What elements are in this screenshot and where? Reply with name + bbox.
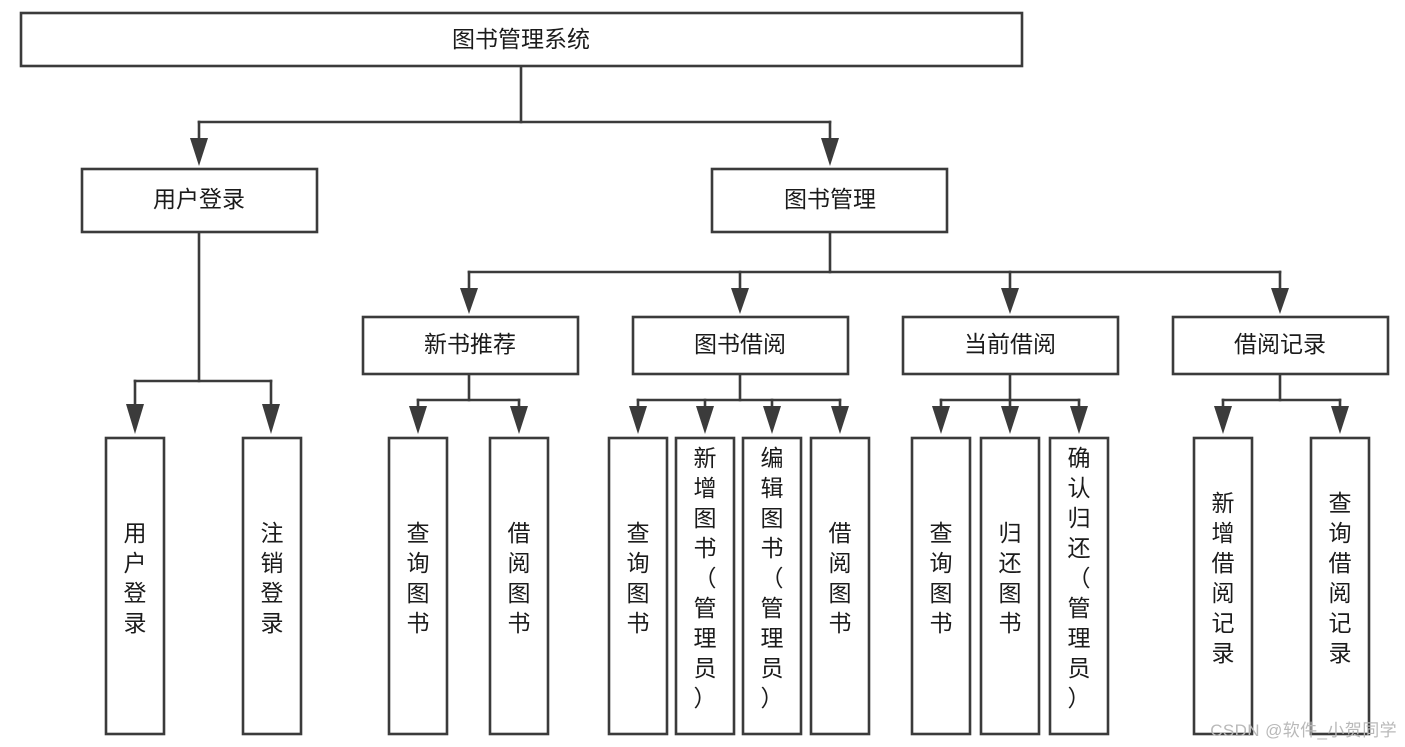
node-leaf-query-book-1-label: 查询图书 [407, 520, 430, 636]
arrow-head-icon [696, 406, 714, 434]
arrow-head-icon [190, 138, 208, 166]
node-leaf-add-book[interactable]: 新增图书（管理员） [674, 436, 736, 736]
node-leaf-logout[interactable]: 注销登录 [241, 436, 303, 736]
node-leaf-borrow-book-1-box[interactable] [488, 436, 550, 736]
arrow-head-icon [510, 406, 528, 434]
node-leaf-query-book-3-box[interactable] [910, 436, 972, 736]
node-root-box[interactable] [19, 11, 1024, 68]
node-leaf-query-book-3[interactable]: 查询图书 [910, 436, 972, 736]
node-leaf-user-login-label: 用户登录 [124, 520, 147, 636]
node-leaf-add-book-label: 新增图书（管理员） [694, 445, 717, 711]
node-leaf-query-book-3-label: 查询图书 [930, 520, 953, 636]
node-root[interactable]: 图书管理系统 [19, 11, 1024, 68]
connector-group-book-borrow [629, 372, 849, 434]
node-new-book-recommend[interactable]: 新书推荐 [361, 315, 580, 376]
node-current-borrow-box[interactable] [901, 315, 1120, 376]
node-new-book-recommend-box[interactable] [361, 315, 580, 376]
node-leaf-user-login[interactable]: 用户登录 [104, 436, 166, 736]
arrow-head-icon [821, 138, 839, 166]
node-current-borrow[interactable]: 当前借阅 [901, 315, 1120, 376]
node-leaf-logout-box[interactable] [241, 436, 303, 736]
node-book-manage-box[interactable] [710, 167, 949, 234]
node-leaf-query-book-2-label: 查询图书 [627, 520, 650, 636]
arrow-head-icon [831, 406, 849, 434]
node-book-borrow-label: 图书借阅 [694, 331, 786, 357]
arrow-head-icon [126, 404, 144, 434]
node-leaf-logout-label: 注销登录 [261, 520, 284, 636]
arrow-head-icon [731, 288, 749, 314]
node-leaf-return-book[interactable]: 归还图书 [979, 436, 1041, 736]
arrow-head-icon [1001, 406, 1019, 434]
node-leaf-query-record-label: 查询借阅记录 [1329, 490, 1352, 666]
node-leaf-confirm-return-box[interactable] [1048, 436, 1110, 736]
node-user-login-box[interactable] [80, 167, 319, 234]
node-leaf-add-record-box[interactable] [1192, 436, 1254, 736]
node-leaf-query-record[interactable]: 查询借阅记录 [1309, 436, 1371, 736]
node-leaf-query-book-1-box[interactable] [387, 436, 449, 736]
arrow-head-icon [409, 406, 427, 434]
arrow-head-icon [932, 406, 950, 434]
node-leaf-return-book-label: 归还图书 [999, 520, 1022, 636]
arrow-head-icon [629, 406, 647, 434]
node-borrow-record-box[interactable] [1171, 315, 1390, 376]
watermark-label: CSDN @软件_小贺同学 [1210, 721, 1397, 740]
connector-group-current-borrow [932, 372, 1088, 434]
arrow-head-icon [1331, 406, 1349, 434]
node-leaf-borrow-book-2-box[interactable] [809, 436, 871, 736]
node-leaf-query-book-2[interactable]: 查询图书 [607, 436, 669, 736]
node-leaf-user-login-box[interactable] [104, 436, 166, 736]
arrow-head-icon [460, 288, 478, 314]
node-user-login-label: 用户登录 [153, 186, 245, 212]
connector-group-borrow-record [1214, 372, 1349, 434]
node-leaf-borrow-book-1-label: 借阅图书 [508, 520, 531, 636]
node-leaf-borrow-book-1[interactable]: 借阅图书 [488, 436, 550, 736]
node-user-login[interactable]: 用户登录 [80, 167, 319, 234]
arrow-head-icon [1001, 288, 1019, 314]
connector-group-user-login [126, 230, 280, 434]
node-leaf-return-book-box[interactable] [979, 436, 1041, 736]
node-leaf-query-record-box[interactable] [1309, 436, 1371, 736]
arrow-head-icon [262, 404, 280, 434]
node-borrow-record[interactable]: 借阅记录 [1171, 315, 1390, 376]
arrow-head-icon [1271, 288, 1289, 314]
connector-group-root [190, 64, 839, 166]
arrow-head-icon [1214, 406, 1232, 434]
node-leaf-confirm-return-label: 确认归还（管理员） [1068, 445, 1091, 711]
node-leaf-confirm-return[interactable]: 确认归还（管理员） [1048, 436, 1110, 736]
node-root-label: 图书管理系统 [452, 26, 590, 52]
node-leaf-add-book-box[interactable] [674, 436, 736, 736]
node-leaf-query-book-2-box[interactable] [607, 436, 669, 736]
connector-group-new-book-recommend [409, 372, 528, 434]
node-current-borrow-label: 当前借阅 [964, 331, 1056, 357]
node-leaf-edit-book[interactable]: 编辑图书（管理员） [741, 436, 803, 736]
node-book-manage-label: 图书管理 [784, 186, 876, 212]
node-book-manage[interactable]: 图书管理 [710, 167, 949, 234]
arrow-head-icon [763, 406, 781, 434]
node-book-borrow-box[interactable] [631, 315, 850, 376]
node-leaf-edit-book-box[interactable] [741, 436, 803, 736]
node-leaf-edit-book-label: 编辑图书（管理员） [761, 445, 784, 711]
node-leaf-borrow-book-2[interactable]: 借阅图书 [809, 436, 871, 736]
node-book-borrow[interactable]: 图书借阅 [631, 315, 850, 376]
node-new-book-recommend-label: 新书推荐 [424, 331, 516, 357]
node-borrow-record-label: 借阅记录 [1234, 331, 1326, 357]
node-leaf-query-book-1[interactable]: 查询图书 [387, 436, 449, 736]
connector-group-book-manage [460, 230, 1289, 314]
node-leaf-borrow-book-2-label: 借阅图书 [829, 520, 852, 636]
node-leaf-add-record[interactable]: 新增借阅记录 [1192, 436, 1254, 736]
node-leaf-add-record-label: 新增借阅记录 [1212, 490, 1235, 666]
arrow-head-icon [1070, 406, 1088, 434]
